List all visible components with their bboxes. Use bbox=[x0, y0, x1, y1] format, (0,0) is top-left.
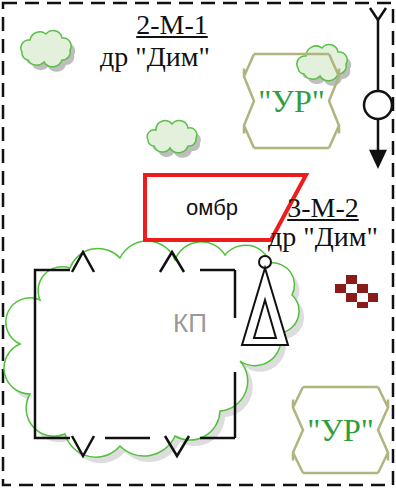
dark-red-mark bbox=[335, 275, 378, 308]
area-name: др "Дим" bbox=[100, 42, 210, 73]
area-label: "УР" bbox=[307, 412, 374, 449]
command-post-label: КП bbox=[173, 309, 207, 338]
area-zigzag bbox=[244, 54, 339, 148]
forest-small bbox=[297, 44, 351, 85]
fortified-area-box: "УР" bbox=[240, 52, 343, 150]
area-zigzag bbox=[293, 387, 388, 473]
unit-designation: 3-М-2 bbox=[287, 193, 359, 224]
forest-small bbox=[21, 30, 75, 71]
observation-post-symbol bbox=[242, 256, 288, 345]
fortified-area-box: "УР" bbox=[289, 385, 392, 475]
area-label: "УР" bbox=[258, 83, 325, 120]
radio-symbol bbox=[364, 8, 392, 166]
unit-name: омбр bbox=[186, 195, 238, 221]
map-border bbox=[3, 3, 393, 485]
unit-designation: 2-М-1 bbox=[136, 10, 208, 41]
area-frame bbox=[35, 252, 235, 456]
forest-large bbox=[4, 241, 304, 463]
area-name: др "Дим" bbox=[268, 222, 378, 253]
forest-small bbox=[147, 120, 201, 157]
